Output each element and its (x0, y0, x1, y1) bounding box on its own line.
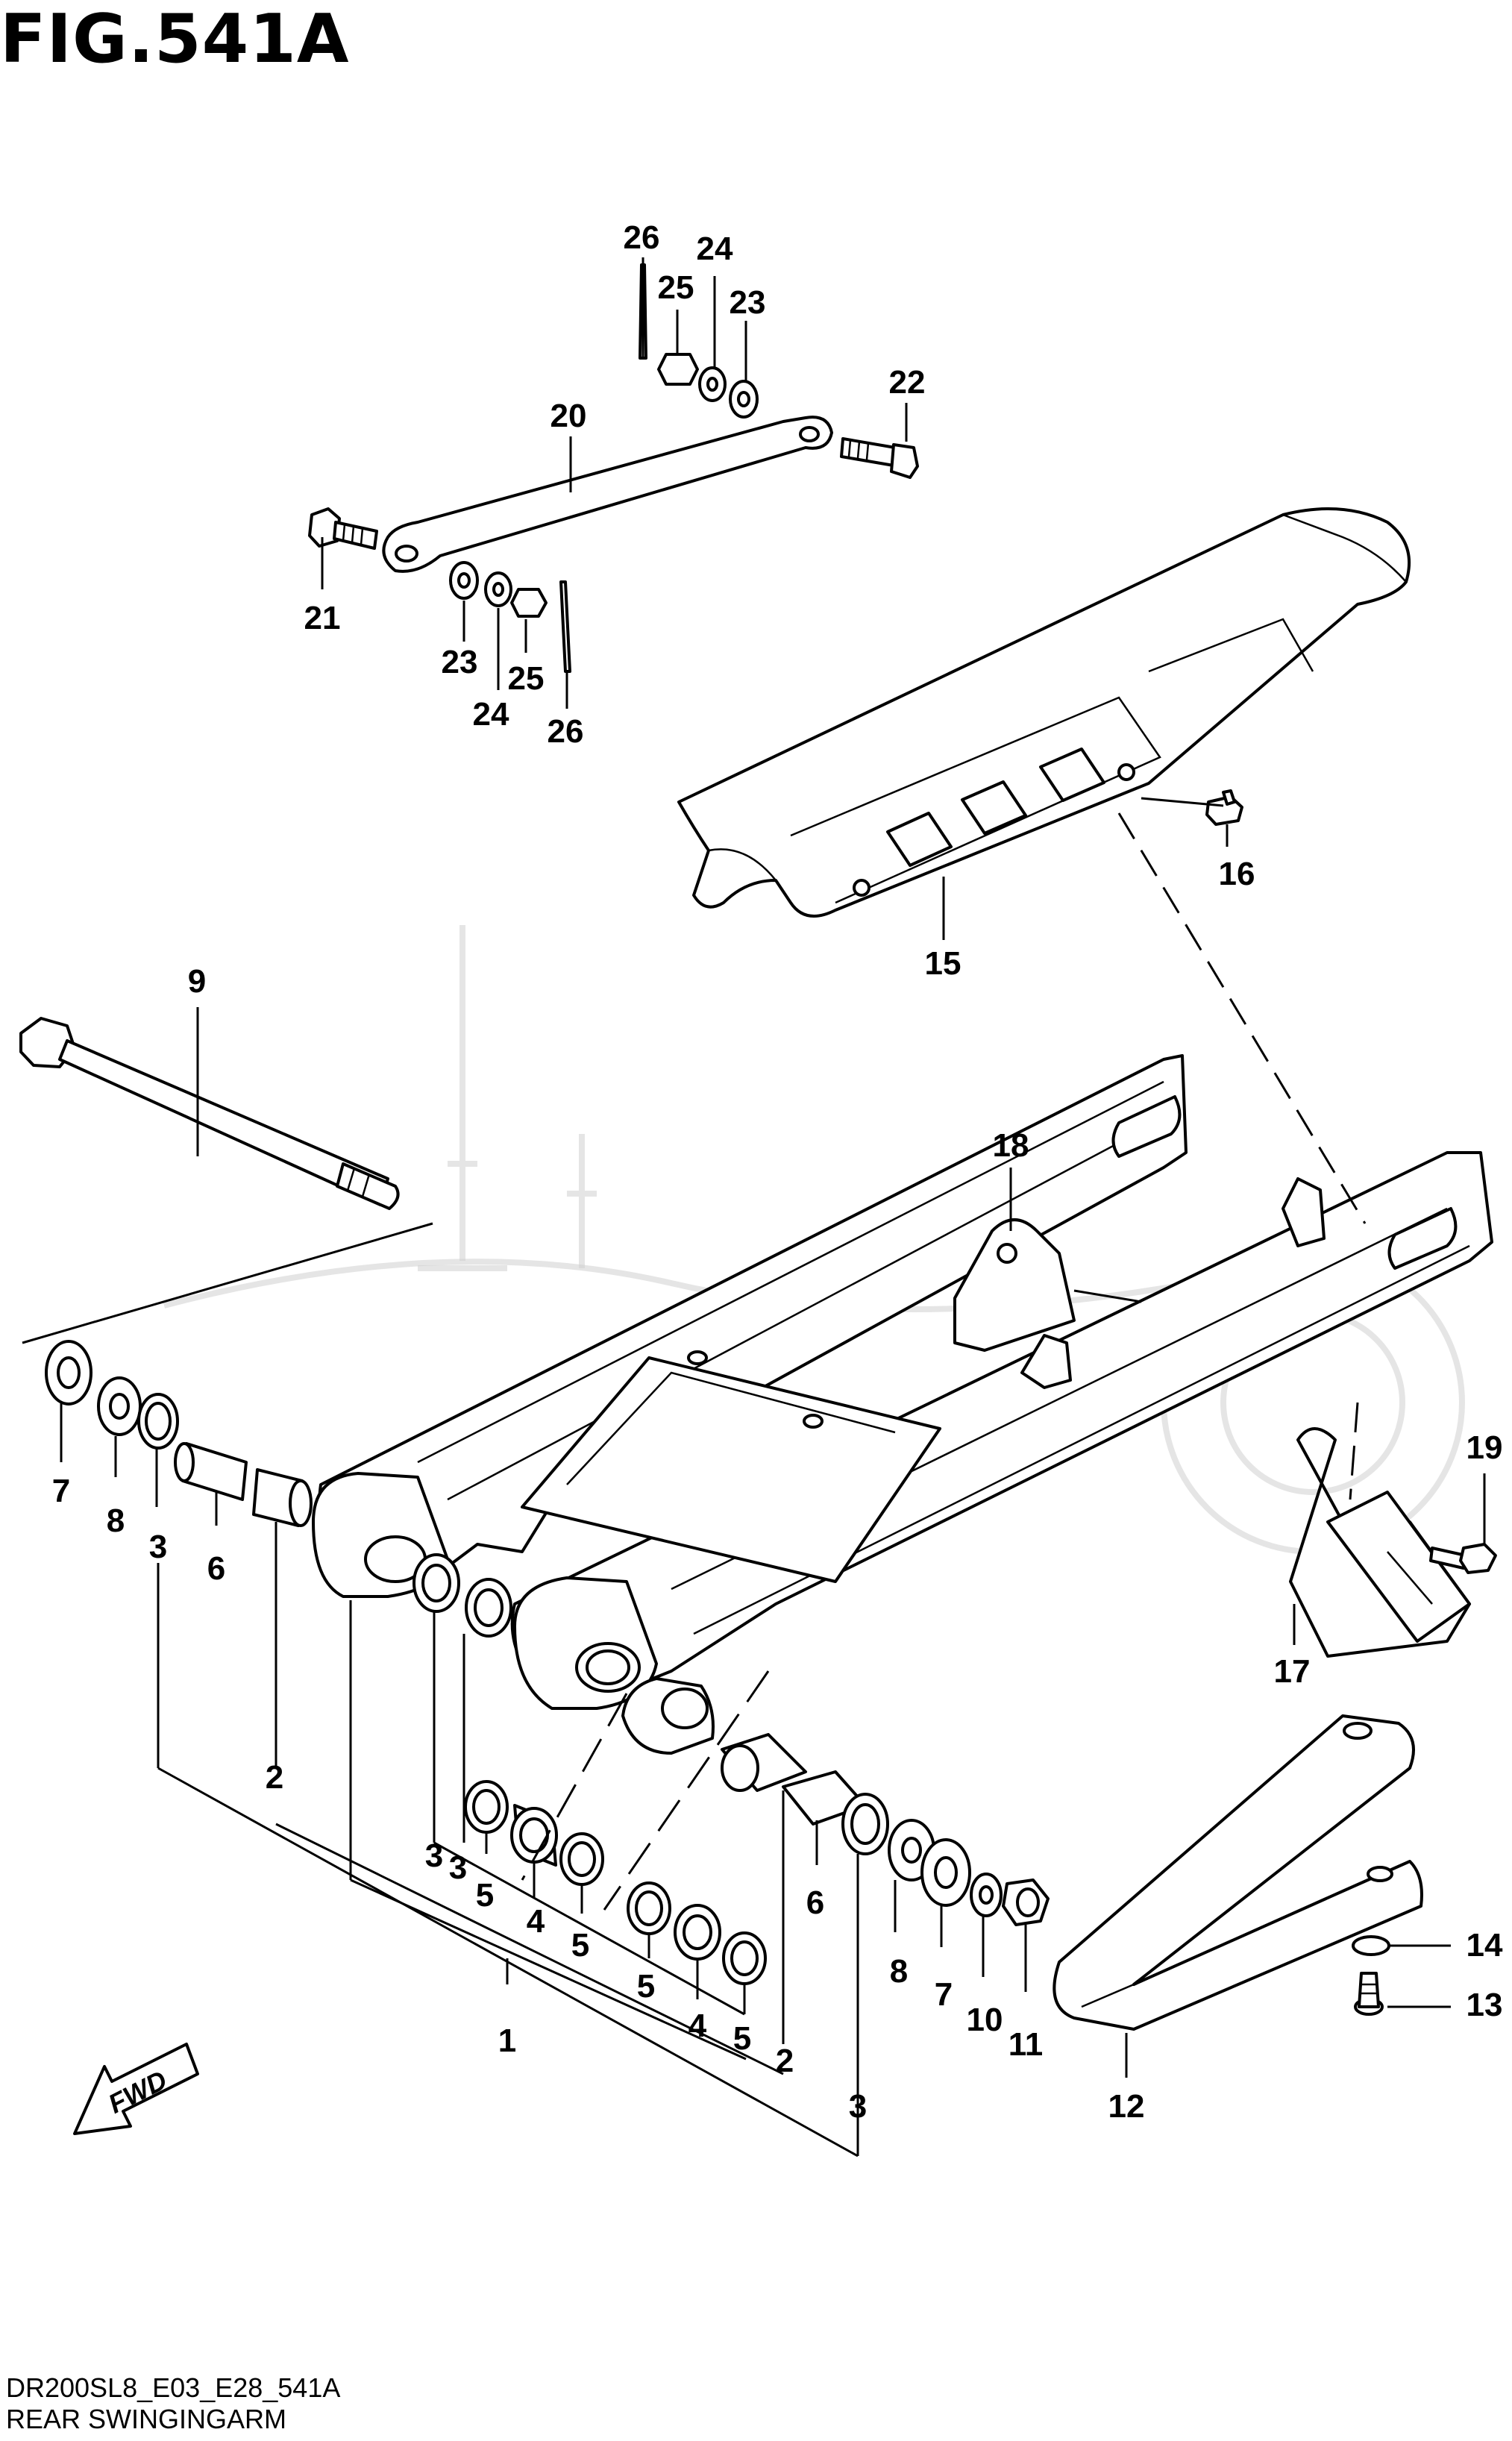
callout-9: 9 (188, 963, 206, 1000)
sprocket-guard-17 (1289, 1427, 1471, 1658)
bolt-19 (1429, 1543, 1497, 1574)
callout-5-b: 5 (571, 1927, 589, 1964)
callout-7-left: 7 (52, 1473, 70, 1509)
bolt-16 (1205, 789, 1243, 826)
nut-bottom (510, 588, 548, 618)
bolt-22 (840, 437, 919, 479)
callout-3-left: 3 (149, 1529, 167, 1565)
callout-7-right: 7 (935, 1976, 953, 2013)
callout-17: 17 (1274, 1653, 1311, 1690)
callout-12: 12 (1108, 2088, 1145, 2125)
callout-3-mid-a: 3 (425, 1837, 443, 1874)
callout-5-a: 5 (476, 1877, 494, 1914)
torque-link-assembly (308, 263, 919, 673)
callout-4-b: 4 (688, 2008, 707, 2044)
callout-18: 18 (993, 1127, 1029, 1164)
callout-14: 14 (1466, 1927, 1503, 1964)
chain-guard-15 (677, 507, 1411, 918)
screw-13 (1354, 1972, 1384, 2016)
callout-6-right: 6 (806, 1884, 824, 1921)
callout-20: 20 (550, 398, 587, 434)
bolt-21 (308, 507, 378, 550)
pivot-shaft-9 (19, 1017, 400, 1210)
callout-11: 11 (1008, 2026, 1044, 2063)
callout-19: 19 (1466, 1429, 1503, 1466)
callout-25-top: 25 (658, 269, 694, 306)
callout-6-left: 6 (207, 1550, 225, 1587)
callout-22: 22 (889, 364, 926, 401)
callout-25-bottom: 25 (508, 660, 545, 697)
chain-buffer-12 (1053, 1714, 1423, 2031)
callout-16: 16 (1219, 856, 1255, 892)
swingarm-body (312, 1054, 1493, 1755)
nut-top (657, 353, 699, 386)
figure-title: FIG.541A (0, 0, 350, 78)
diagram-code: DR200SL8_E03_E28_541A (6, 2372, 341, 2403)
callout-21: 21 (304, 600, 341, 636)
callout-5-d: 5 (733, 2020, 751, 2057)
callout-10: 10 (967, 2002, 1003, 2038)
callout-2-left: 2 (266, 1759, 283, 1796)
callout-23-bottom: 23 (442, 644, 478, 680)
callout-3-mid-b: 3 (449, 1849, 467, 1886)
callout-2-right: 2 (776, 2043, 794, 2079)
callout-1: 1 (498, 2022, 516, 2059)
leader-lines (22, 257, 1486, 2158)
lower-bearing-stack (464, 1780, 767, 1985)
washer-14 (1352, 1935, 1390, 1956)
callout-4-a: 4 (527, 1903, 545, 1940)
callout-8-left: 8 (107, 1502, 125, 1539)
right-bearing-stack (721, 1733, 1050, 1926)
diagram-caption: REAR SWINGINGARM (6, 2404, 287, 2434)
cotter-pin-bottom (559, 580, 571, 673)
left-bearing-stack (45, 1340, 512, 1638)
callout-3-right: 3 (849, 2088, 867, 2125)
callout-23-top: 23 (730, 284, 766, 321)
fwd-arrow: FWD (73, 2043, 199, 2135)
callout-26-top: 26 (624, 219, 660, 256)
callout-labels: 26 24 25 23 22 20 21 23 25 24 26 15 16 9… (52, 219, 1503, 2125)
callout-24-bottom: 24 (473, 696, 509, 733)
callout-13: 13 (1466, 1987, 1503, 2023)
callout-8-right: 8 (890, 1953, 908, 1990)
callout-24-top: 24 (697, 231, 733, 267)
callout-5-c: 5 (637, 1968, 655, 2005)
torque-link-20 (382, 416, 833, 573)
callout-15: 15 (925, 945, 962, 982)
callout-26-bottom: 26 (548, 713, 584, 750)
